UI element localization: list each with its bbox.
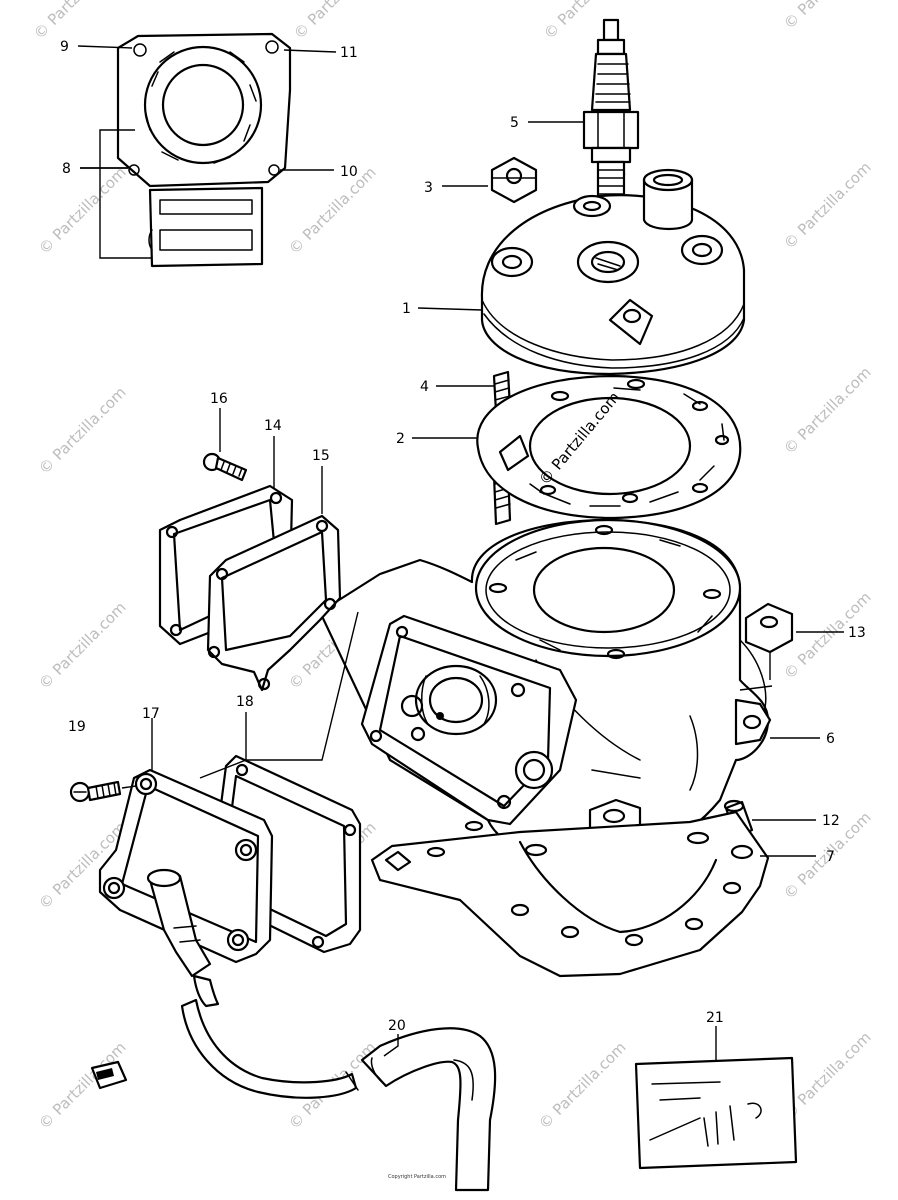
- callout-2: 2: [396, 431, 405, 447]
- watermark-text: © Partzilla.com: [780, 158, 875, 253]
- callout-10: 10: [340, 164, 358, 180]
- exhaust-cover-plate: [98, 768, 274, 978]
- callout-16: 16: [210, 391, 228, 407]
- watermark-text: © Partzilla.com: [30, 0, 125, 43]
- copyright-note: Copyright Partzilla.com: [388, 1174, 446, 1180]
- callout-labels: 9 11 8 10 5 3 1 4 2 16 14 15 13 6 19 17 …: [60, 39, 866, 1034]
- leader-lines: [77, 45, 844, 1060]
- base-gasket: [370, 810, 770, 978]
- breather-hose: [180, 974, 359, 1099]
- callout-17: 17: [142, 706, 160, 722]
- callout-15: 15: [312, 448, 330, 464]
- callout-7: 7: [826, 849, 835, 865]
- callout-5: 5: [510, 115, 519, 131]
- watermark-text: © Partzilla.com: [290, 0, 385, 43]
- callout-19: 19: [68, 719, 86, 735]
- cover-bolt: [202, 452, 248, 482]
- callout-3: 3: [424, 180, 433, 196]
- front-arrow-icon: [90, 1060, 128, 1090]
- callout-11: 11: [340, 45, 358, 61]
- cylinder: [318, 518, 772, 854]
- watermark-text: © Partzilla.com: [35, 383, 130, 478]
- spark-plug: [582, 18, 640, 202]
- callout-20: 20: [388, 1018, 406, 1034]
- head-nut: [490, 156, 538, 204]
- watermark-text: © Partzilla.com: [285, 163, 380, 258]
- callout-14: 14: [264, 418, 282, 434]
- side-cover: [206, 514, 342, 692]
- watermark-text: © Partzilla.com: [780, 363, 875, 458]
- callout-12: 12: [822, 813, 840, 829]
- watermark-text: © Partzilla.com: [35, 1038, 130, 1133]
- callout-9: 9: [60, 39, 69, 55]
- callout-21: 21: [706, 1010, 724, 1026]
- callout-4: 4: [420, 379, 429, 395]
- caution-label: [634, 1056, 798, 1170]
- cover-screw: [69, 780, 137, 803]
- watermark-text: © Partzilla.com: [780, 0, 875, 33]
- callout-8: 8: [62, 161, 71, 177]
- cylinder-head: [480, 168, 746, 376]
- callout-18: 18: [236, 694, 254, 710]
- callout-6: 6: [826, 731, 835, 747]
- callout-13: 13: [848, 625, 866, 641]
- head-gasket: [476, 374, 742, 520]
- watermark-text: © Partzilla.com: [35, 163, 130, 258]
- watermark-text: © Partzilla.com: [35, 598, 130, 693]
- watermark-text: © Partzilla.com: [540, 0, 635, 43]
- cylinder-nut: [739, 602, 794, 691]
- watermark-text: © Partzilla.com: [535, 1038, 630, 1133]
- elbow-hose: [360, 1027, 497, 1192]
- head-gasket-set-inset: [116, 32, 292, 268]
- callout-1: 1: [402, 301, 411, 317]
